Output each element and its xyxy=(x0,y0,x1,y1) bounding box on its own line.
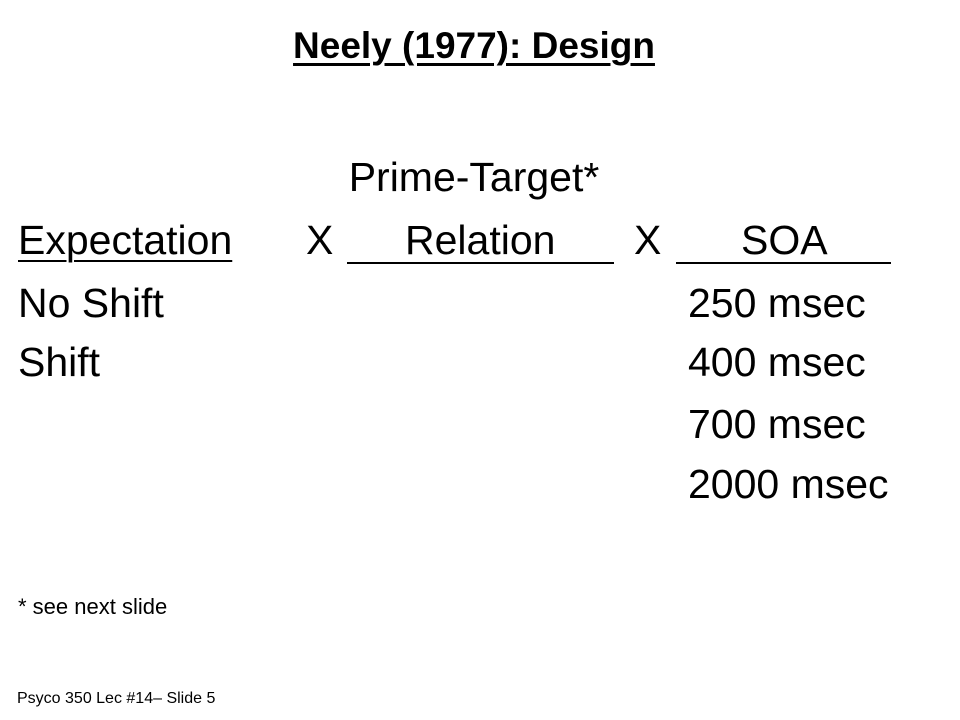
soa-header: SOA xyxy=(741,217,828,263)
times-operator-1: X xyxy=(306,217,334,263)
prime-target-label: Prime-Target* xyxy=(348,154,600,200)
expectation-level-no-shift: No Shift xyxy=(18,280,164,326)
expectation-header: Expectation xyxy=(18,217,233,263)
slide-title: Neely (1977): Design xyxy=(293,25,655,66)
relation-header: Relation xyxy=(405,217,556,263)
soa-level-700: 700 msec xyxy=(688,401,866,447)
soa-level-250: 250 msec xyxy=(688,280,866,326)
expectation-level-shift: Shift xyxy=(18,339,101,385)
times-operator-2: X xyxy=(634,217,662,263)
footnote: * see next slide xyxy=(18,594,168,619)
soa-underline xyxy=(676,262,891,264)
relation-underline xyxy=(347,262,614,264)
soa-level-2000: 2000 msec xyxy=(688,461,889,507)
slide-number: Psyco 350 Lec #14– Slide 5 xyxy=(17,690,216,707)
soa-level-400: 400 msec xyxy=(688,339,866,385)
